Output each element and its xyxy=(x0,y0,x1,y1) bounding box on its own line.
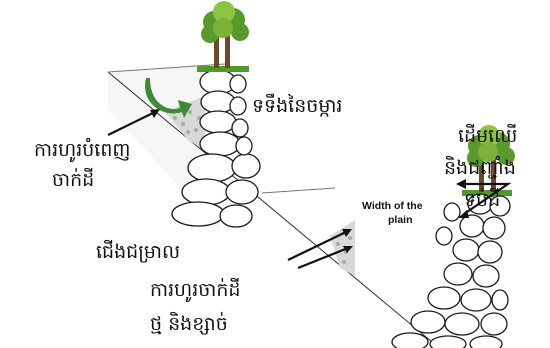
plain-width-line1: Width of the xyxy=(362,200,423,212)
backfill-label-line2: ចាក់ដី xyxy=(52,167,94,191)
tree-icon xyxy=(197,1,249,72)
foundation-label: ជើងជម្រាល xyxy=(96,239,180,263)
plain-width-line2: plain xyxy=(388,214,413,226)
fill-material-line1: ការហូរចាក់ដី xyxy=(150,277,240,303)
trees-label-line3: ទប់ដី xyxy=(464,187,500,211)
wall-top-label: ទទឹងនៃចម្ការ xyxy=(252,93,342,117)
backfill-label-line1: ការហូរបំពេញ xyxy=(34,137,130,163)
trees-label-line1: ដើមឈើ xyxy=(458,123,517,147)
fill-material-line2: ថ្ម និងខ្សាច់ xyxy=(150,311,228,335)
trees-label-line2: និងជញ្ជាំង xyxy=(444,155,516,179)
